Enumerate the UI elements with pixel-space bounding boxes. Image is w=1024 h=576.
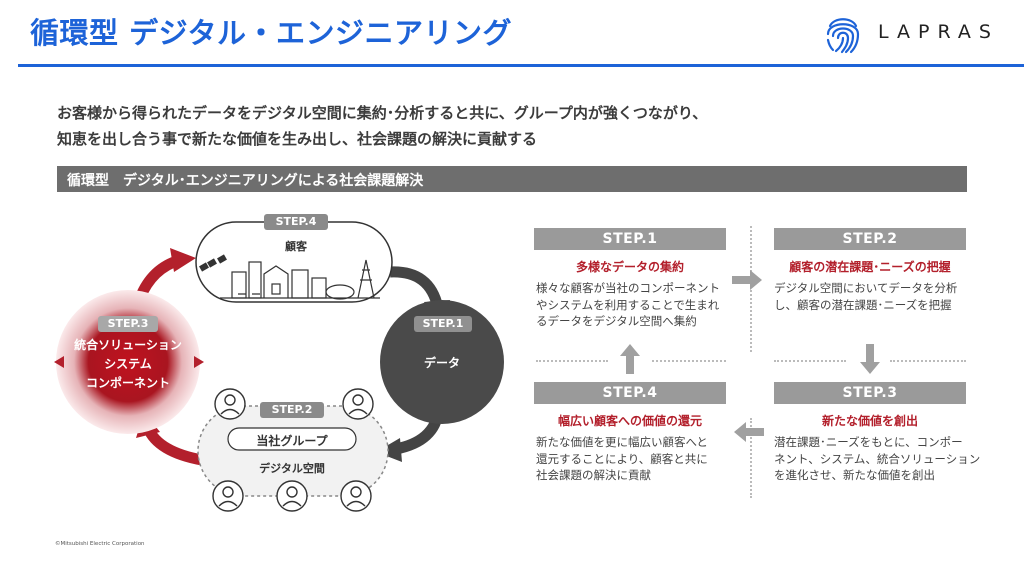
step3-title: 新たな価値を創出 bbox=[821, 414, 918, 428]
step2-title: 顧客の潜在課題･ニーズの把握 bbox=[789, 260, 951, 274]
person-icon bbox=[214, 388, 246, 420]
step1-desc-line-1: 様々な顧客が当社のコンポーネント bbox=[536, 281, 720, 295]
step3-desc-line-3: を進化させ、新たな価値を創出 bbox=[774, 468, 935, 482]
group-pill bbox=[227, 427, 357, 451]
header-divider bbox=[18, 64, 1024, 67]
arrow-down-icon bbox=[860, 344, 880, 374]
customer-node bbox=[195, 221, 393, 303]
step3-header: STEP.3 bbox=[774, 382, 966, 404]
divider-horizontal-right-a bbox=[774, 360, 846, 362]
step4-desc-line-2: 還元することにより、顧客と共に bbox=[536, 451, 708, 466]
data-step-tag: STEP.1 bbox=[414, 316, 472, 332]
step4-desc-line-3: 社会課題の解決に貢献 bbox=[536, 468, 651, 482]
step4-desc-line-1: 新たな価値を更に幅広い顧客へと bbox=[536, 435, 708, 449]
person-icon bbox=[340, 480, 372, 512]
solution-label: 統合ソリューション システム コンポーネント bbox=[60, 336, 196, 393]
arrow-left-icon bbox=[734, 422, 764, 442]
group-step-tag: STEP.2 bbox=[260, 402, 324, 418]
intro-line-1: お客様から得られたデータをデジタル空間に集約･分析すると共に、グループ内が強くつ… bbox=[57, 104, 708, 122]
divider-horizontal-left-a bbox=[536, 360, 608, 362]
step4-header: STEP.4 bbox=[534, 382, 726, 404]
fingerprint-icon bbox=[826, 18, 860, 54]
step2-description: デジタル空間においてデータを分析 し、顧客の潜在課題･ニーズを把握 bbox=[774, 280, 974, 313]
divider-horizontal-left-b bbox=[652, 360, 726, 362]
step4-title: 幅広い顧客への価値の還元 bbox=[557, 414, 702, 428]
step1-desc-line-2: やシステムを利用することで生まれ bbox=[536, 297, 720, 312]
person-icon bbox=[342, 388, 374, 420]
section-header-bar: 循環型 デジタル･エンジニアリングによる社会課題解決 bbox=[57, 166, 967, 192]
solution-node bbox=[56, 290, 200, 434]
step1-desc-line-3: るデータをデジタル空間へ集約 bbox=[536, 314, 697, 328]
arrow-right-icon bbox=[194, 356, 204, 368]
customer-label: 顧客 bbox=[285, 240, 307, 253]
arrow-left-icon bbox=[54, 356, 64, 368]
intro-line-2: 知恵を出し合う事で新たな価値を生み出し、社会課題の解決に貢献する bbox=[57, 130, 538, 148]
slide-title: 循環型 デジタル・エンジニアリング bbox=[30, 16, 513, 50]
logo-wordmark: LAPRAS bbox=[878, 21, 999, 43]
lapras-logo: LAPRAS bbox=[822, 12, 1012, 56]
city-illustration bbox=[220, 259, 380, 300]
group-label: デジタル空間 bbox=[259, 462, 325, 475]
group-pill-label: 当社グループ bbox=[256, 434, 328, 448]
step2-header: STEP.2 bbox=[774, 228, 966, 250]
cycle-arrow-top-left bbox=[134, 248, 196, 301]
solution-label-line-2: システム bbox=[104, 357, 152, 371]
solution-label-line-1: 統合ソリューション bbox=[74, 338, 182, 352]
divider-horizontal-right-b bbox=[890, 360, 966, 362]
cycle-diagram: STEP.4 顧客 STEP.1 データ STEP.2 当社グループ デジタル空… bbox=[40, 200, 510, 530]
step-flow: STEP.1 多様なデータの集約 様々な顧客が当社のコンポーネント やシステムを… bbox=[534, 222, 980, 512]
cycle-graphics bbox=[54, 221, 504, 512]
solution-label-line-3: コンポーネント bbox=[85, 376, 170, 390]
step3-description: 潜在課題･ニーズをもとに、コンポー ネント、システム、統合ソリューション を進化… bbox=[774, 434, 981, 484]
person-icon bbox=[212, 480, 244, 512]
step1-header: STEP.1 bbox=[534, 228, 726, 250]
arrow-up-icon bbox=[620, 344, 640, 374]
person-icon bbox=[276, 480, 308, 512]
section-title: 循環型 デジタル･エンジニアリングによる社会課題解決 bbox=[67, 173, 424, 189]
intro-text: お客様から得られたデータをデジタル空間に集約･分析すると共に、グループ内が強くつ… bbox=[57, 100, 707, 152]
arrow-right-icon bbox=[732, 270, 762, 290]
customer-step-tag: STEP.4 bbox=[264, 214, 328, 230]
step4-description: 新たな価値を更に幅広い顧客へと 還元することにより、顧客と共に 社会課題の解決に… bbox=[536, 434, 736, 484]
step1-description: 様々な顧客が当社のコンポーネント やシステムを利用することで生まれ るデータをデ… bbox=[536, 280, 736, 330]
divider-vertical-bottom bbox=[750, 418, 752, 498]
copyright-text: ©Mitsubishi Electric Corporation bbox=[55, 541, 145, 547]
step1-title: 多様なデータの集約 bbox=[575, 260, 684, 274]
step2-desc-line-1: デジタル空間においてデータを分析 bbox=[774, 281, 958, 295]
data-label: データ bbox=[423, 356, 460, 370]
data-node bbox=[380, 300, 504, 424]
step2-desc-line-2: し、顧客の潜在課題･ニーズを把握 bbox=[774, 297, 952, 312]
satellite-icon bbox=[199, 254, 227, 272]
step3-desc-line-2: ネント、システム、統合ソリューション bbox=[774, 451, 981, 466]
solution-step-tag: STEP.3 bbox=[98, 316, 158, 332]
step3-desc-line-1: 潜在課題･ニーズをもとに、コンポー bbox=[774, 435, 963, 449]
